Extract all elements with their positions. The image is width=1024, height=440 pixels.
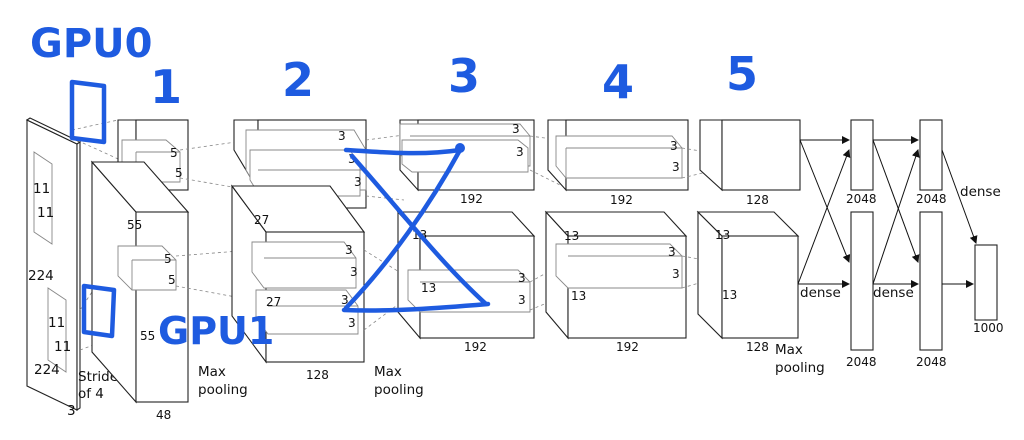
feature-size-label: 13 bbox=[715, 228, 730, 242]
conv5-top-block bbox=[699, 119, 801, 192]
feature-depth-label: 192 bbox=[610, 193, 633, 207]
dense-label: dense bbox=[960, 184, 1001, 200]
fc-size-label: 2048 bbox=[916, 192, 947, 206]
fc-size-label: 2048 bbox=[916, 355, 947, 369]
dense-label: dense bbox=[800, 285, 841, 301]
feature-depth-label: 128 bbox=[746, 193, 769, 207]
max-pooling-label: Max bbox=[775, 342, 803, 358]
feature-size-label: 27 bbox=[254, 213, 269, 227]
kernel-size-label: 5 bbox=[175, 166, 183, 180]
input-width-label: 224 bbox=[34, 362, 60, 378]
kernel-size-label: 11 bbox=[54, 339, 71, 355]
kernel-size-label: 3 bbox=[670, 139, 678, 153]
kernel-size-label: 3 bbox=[672, 267, 680, 281]
handwritten-cross-gpu-x bbox=[341, 143, 491, 313]
feature-depth-label: 192 bbox=[616, 340, 639, 354]
layer-number-5: 5 bbox=[726, 47, 758, 101]
kernel-size-label: 3 bbox=[345, 243, 353, 257]
output-block bbox=[974, 244, 998, 321]
kernel-size-label: 3 bbox=[512, 122, 520, 136]
feature-depth-label: 128 bbox=[746, 340, 769, 354]
fc2-top-block bbox=[919, 119, 943, 191]
kernel-size-label: 3 bbox=[518, 271, 526, 285]
dense-connections bbox=[797, 136, 978, 288]
conv3-top-block bbox=[399, 119, 535, 192]
feature-size-label: 13 bbox=[564, 229, 579, 243]
layer-number-1: 1 bbox=[150, 60, 182, 114]
kernel-size-label: 11 bbox=[48, 315, 65, 331]
kernel-size-label: 3 bbox=[350, 265, 358, 279]
kernel-size-label: 3 bbox=[672, 160, 680, 174]
gpu1-handwritten-label: GPU1 bbox=[158, 309, 274, 353]
kernel-size-label: 5 bbox=[168, 273, 176, 287]
input-depth-label: 3 bbox=[67, 403, 76, 419]
max-pooling-label: pooling bbox=[374, 382, 424, 398]
conv4-top-block bbox=[547, 119, 689, 192]
kernel-size-label: 3 bbox=[348, 316, 356, 330]
kernel-size-label: 3 bbox=[354, 175, 362, 189]
kernel-size-label: 11 bbox=[33, 181, 50, 197]
kernel-size-label: 5 bbox=[170, 146, 178, 160]
handwritten-gpu-boxes bbox=[69, 79, 117, 339]
max-pooling-label: pooling bbox=[775, 360, 825, 376]
input-image bbox=[25, 117, 82, 412]
feature-depth-label: 192 bbox=[460, 192, 483, 206]
fc1-bottom-block bbox=[850, 211, 874, 351]
output-size-label: 1000 bbox=[973, 321, 1004, 335]
kernel-size-label: 11 bbox=[37, 205, 54, 221]
input-height-label: 224 bbox=[28, 268, 54, 284]
feature-size-label: 27 bbox=[266, 295, 281, 309]
fc1-top-block bbox=[850, 119, 874, 191]
feature-size-label: 55 bbox=[127, 218, 142, 232]
max-pooling-label: pooling bbox=[198, 382, 248, 398]
kernel-size-label: 5 bbox=[164, 252, 172, 266]
feature-size-label: 13 bbox=[421, 281, 436, 295]
kernel-size-label: 3 bbox=[341, 293, 349, 307]
conv2-bottom-block bbox=[230, 184, 366, 364]
stride-label: of 4 bbox=[78, 386, 104, 402]
gpu0-handwritten-label: GPU0 bbox=[30, 21, 152, 67]
layer-number-3: 3 bbox=[448, 49, 480, 103]
feature-depth-label: 192 bbox=[464, 340, 487, 354]
feature-size-label: 13 bbox=[571, 289, 586, 303]
dense-label: dense bbox=[873, 285, 914, 301]
kernel-size-label: 3 bbox=[518, 293, 526, 307]
feature-size-label: 13 bbox=[722, 288, 737, 302]
feature-depth-label: 48 bbox=[156, 408, 171, 422]
kernel-size-label: 3 bbox=[338, 129, 346, 143]
layer-number-4: 4 bbox=[602, 55, 634, 109]
fc-size-label: 2048 bbox=[846, 192, 877, 206]
layer-number-2: 2 bbox=[282, 53, 314, 107]
conv1-bottom-block bbox=[90, 160, 190, 404]
kernel-size-label: 3 bbox=[516, 145, 524, 159]
feature-size-label: 55 bbox=[140, 329, 155, 343]
conv5-bottom-block bbox=[696, 210, 800, 340]
max-pooling-label: Max bbox=[374, 364, 402, 380]
conv4-bottom-block bbox=[544, 210, 688, 340]
fc-size-label: 2048 bbox=[846, 355, 877, 369]
fc2-bottom-block bbox=[919, 211, 943, 351]
kernel-size-label: 3 bbox=[668, 245, 676, 259]
feature-depth-label: 128 bbox=[306, 368, 329, 382]
max-pooling-label: Max bbox=[198, 364, 226, 380]
stride-label: Stride bbox=[78, 369, 118, 385]
